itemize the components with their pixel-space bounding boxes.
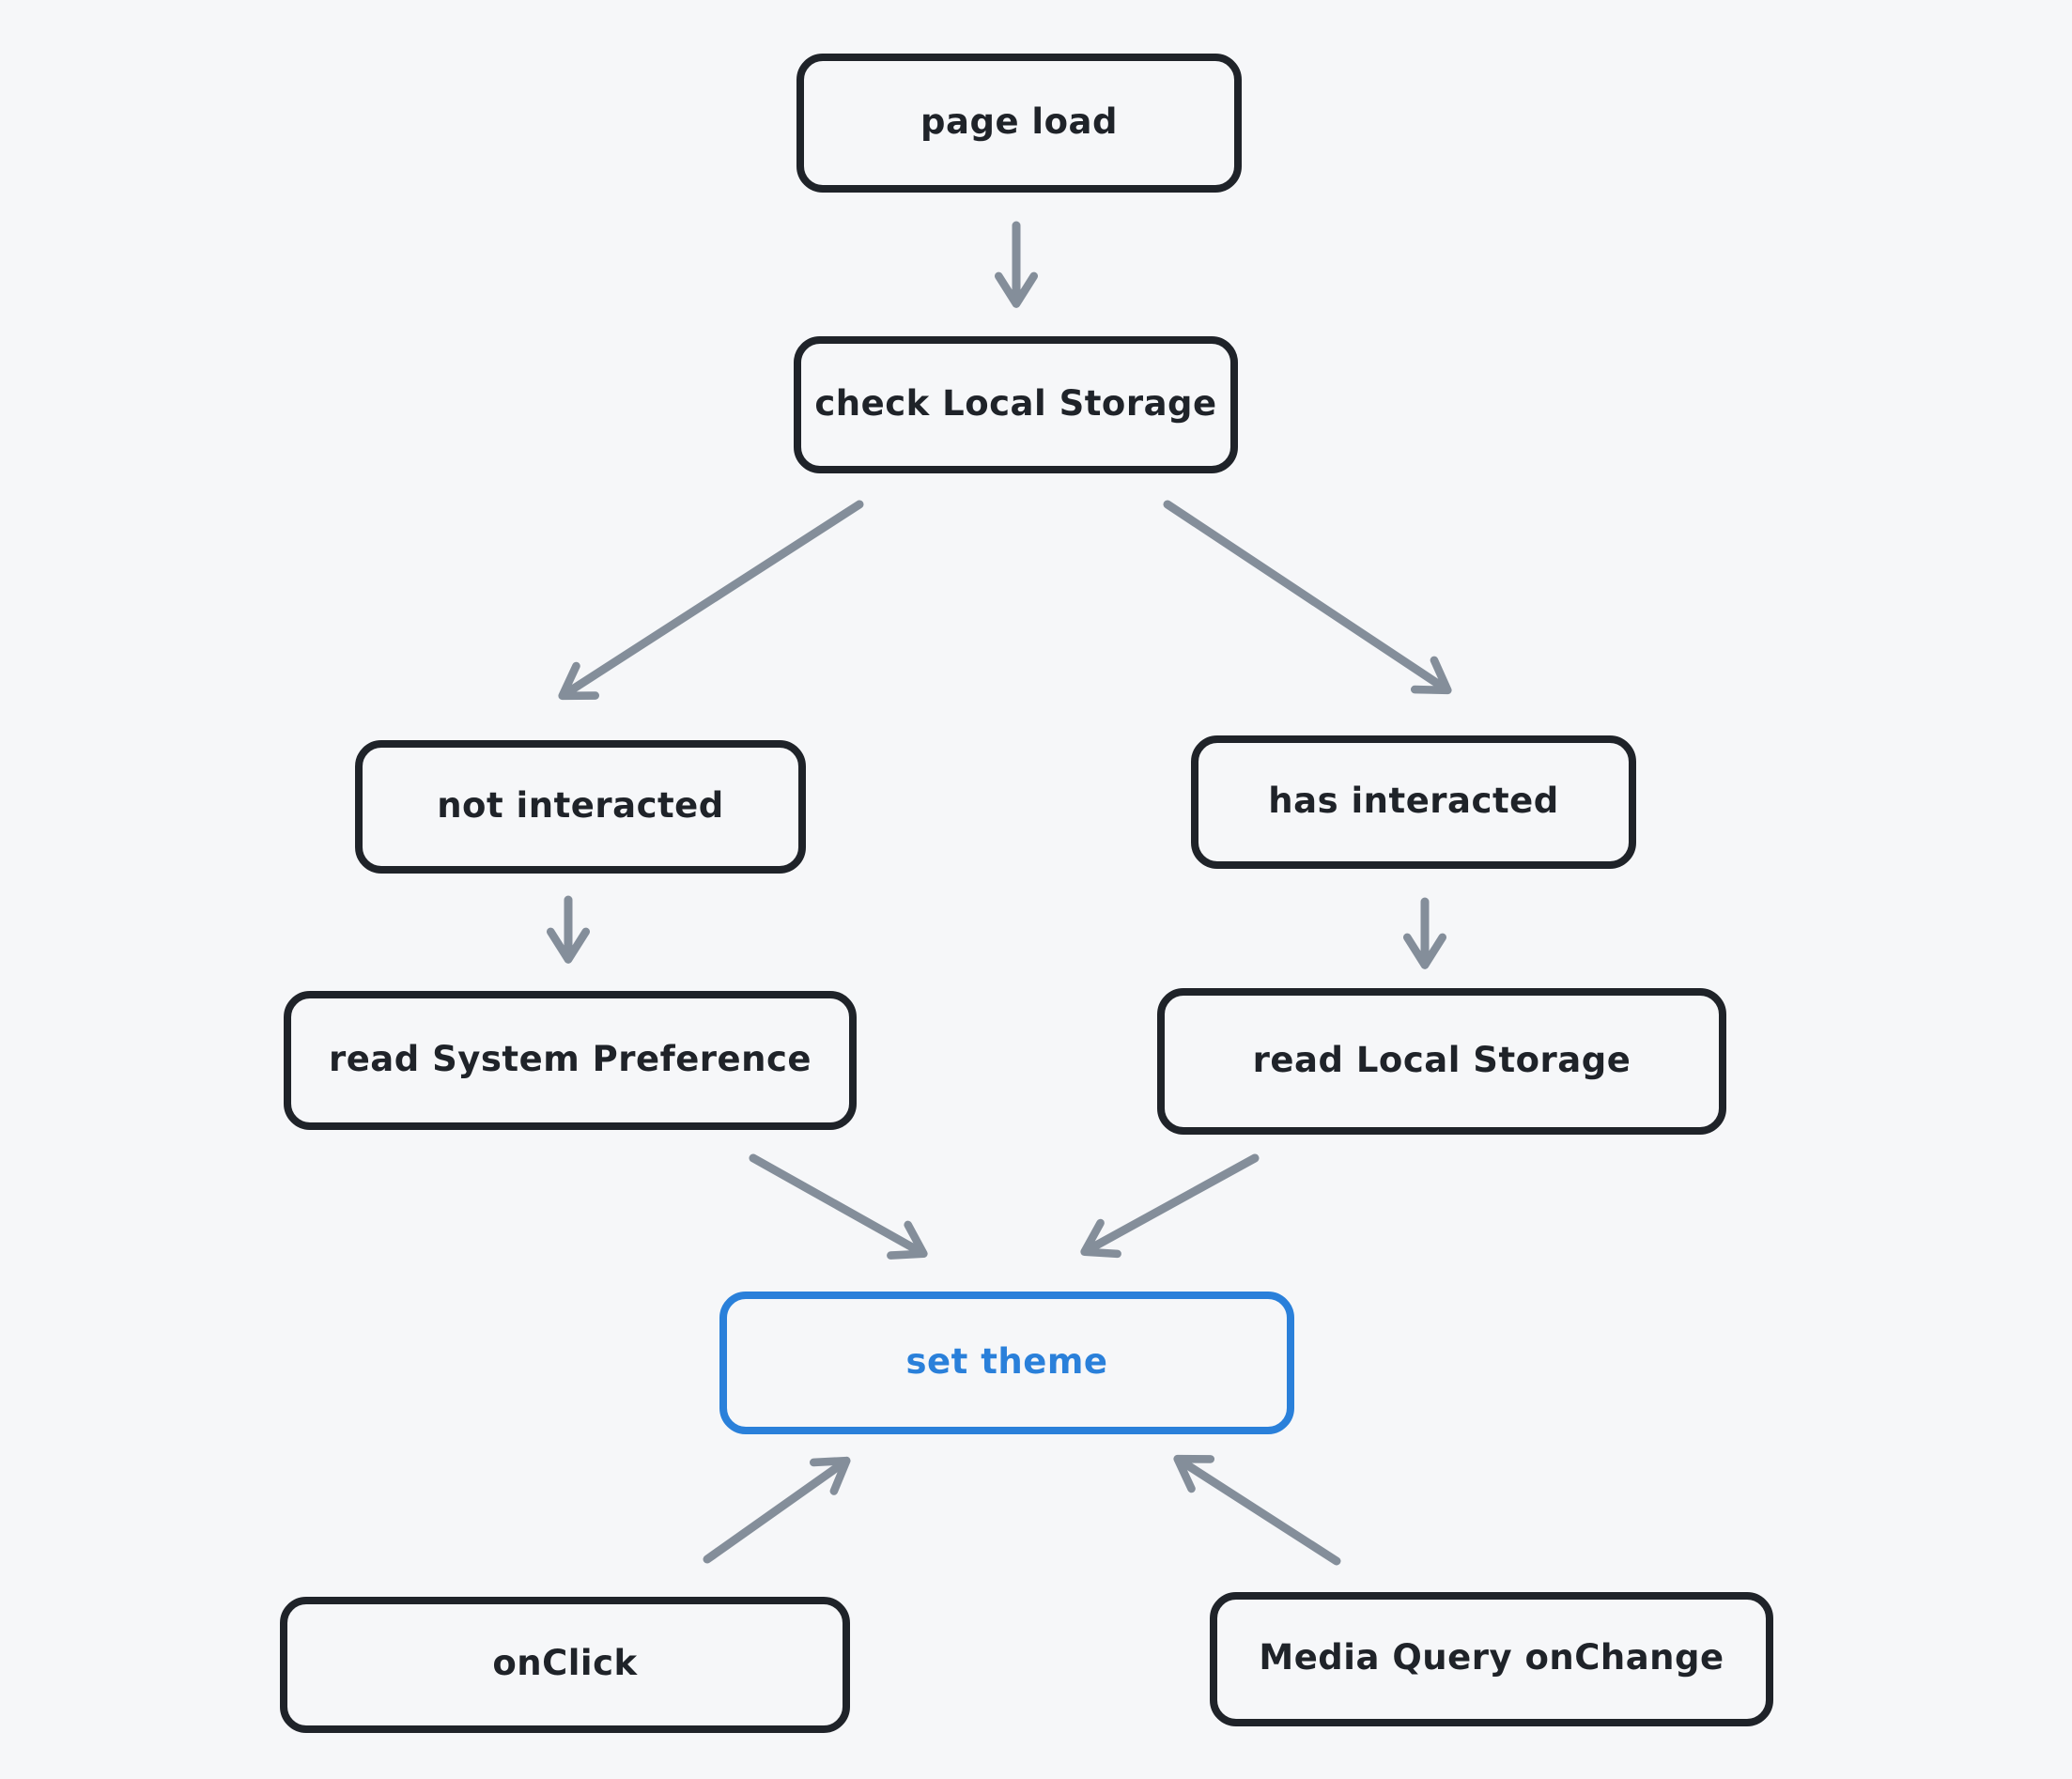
edge-read-system-preference-to-set-theme [749,1153,928,1260]
node-not-interacted: not interacted [355,740,806,874]
node-label: set theme [905,1340,1108,1382]
node-label: page load [920,101,1118,142]
node-page-load: page load [796,54,1242,193]
edge-onclick-to-set-theme [703,1456,851,1564]
node-label: Media Query onChange [1259,1637,1724,1678]
node-read-system-preference: read System Preference [284,991,857,1130]
edge-read-local-storage-to-set-theme [1080,1153,1260,1259]
node-check-local-storage: check Local Storage [794,336,1238,473]
node-label: check Local Storage [814,382,1217,424]
node-label: not interacted [437,784,724,826]
node-onclick: onClick [280,1597,850,1733]
edge-check-local-storage-to-has-interacted [1163,500,1452,695]
node-label: read Local Storage [1252,1039,1631,1080]
node-label: onClick [492,1643,638,1683]
node-has-interacted: has interacted [1191,735,1636,869]
node-label: read System Preference [328,1038,812,1079]
node-read-local-storage: read Local Storage [1157,988,1726,1135]
node-label: has interacted [1268,780,1559,821]
node-set-theme: set theme [719,1292,1294,1434]
edge-check-local-storage-to-not-interacted [558,500,864,701]
edge-media-query-onchange-to-set-theme [1173,1454,1341,1566]
node-media-query-onchange: Media Query onChange [1210,1592,1773,1726]
